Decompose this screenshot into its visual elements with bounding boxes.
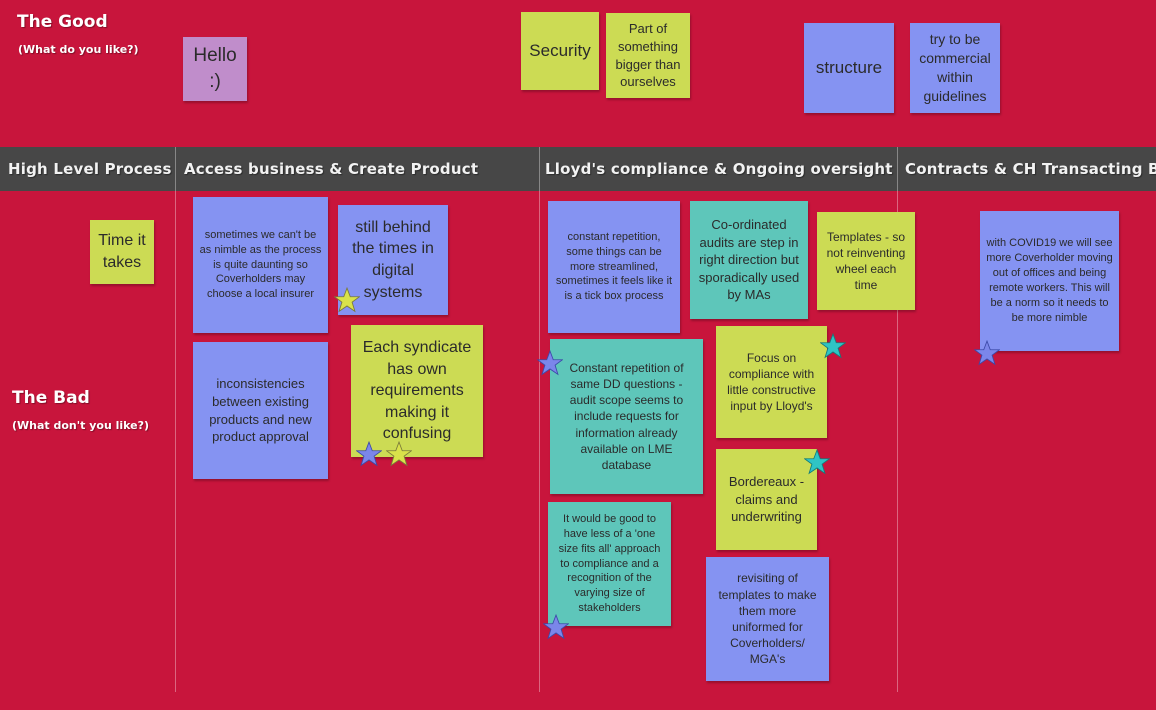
sticky-note-structure[interactable]: structure [804, 23, 894, 113]
vote-star-icon[interactable] [820, 333, 846, 359]
sticky-note-commercial[interactable]: try to be commercial within guidelines [910, 23, 1000, 113]
header-column-access-business: Access business & Create Product [184, 160, 479, 178]
sticky-note-part-of-something[interactable]: Part of something bigger than ourselves [606, 13, 690, 98]
sticky-note-hello[interactable]: Hello :) [183, 37, 247, 101]
vote-star-icon[interactable] [386, 441, 412, 467]
sticky-note-time-it-takes[interactable]: Time it takes [90, 220, 154, 284]
sticky-note-syndicate-requirements[interactable]: Each syndicate has own requirements maki… [351, 325, 483, 457]
vote-star-icon[interactable] [974, 340, 1000, 366]
header-column-lloyds-compliance: Lloyd's compliance & Ongoing oversight [545, 160, 893, 178]
sticky-note-constant-repetition[interactable]: constant repetition, some things can be … [548, 201, 680, 333]
bad-section-title: The Bad [12, 388, 90, 408]
bad-section-subtitle: (What don't you like?) [12, 419, 150, 432]
sticky-note-covid19[interactable]: with COVID19 we will see more Coverholde… [980, 211, 1119, 351]
sticky-note-one-size-fits-all[interactable]: It would be good to have less of a 'one … [548, 502, 671, 626]
vote-star-icon[interactable] [537, 350, 563, 376]
sticky-note-inconsistencies[interactable]: inconsistencies between existing product… [193, 342, 328, 479]
sticky-note-dd-questions[interactable]: Constant repetition of same DD questions… [550, 339, 703, 494]
sticky-note-coordinated-audits[interactable]: Co-ordinated audits are step in right di… [690, 201, 808, 319]
column-divider [539, 147, 540, 692]
process-header-band: High Level Process Access business & Cre… [0, 147, 1156, 191]
sticky-note-security[interactable]: Security [521, 12, 599, 90]
sticky-note-focus-on-compliance[interactable]: Focus on compliance with little construc… [716, 326, 827, 438]
vote-star-icon[interactable] [356, 441, 382, 467]
sticky-note-revisiting-templates[interactable]: revisiting of templates to make them mor… [706, 557, 829, 681]
sticky-note-templates[interactable]: Templates - so not reinventing wheel eac… [817, 212, 915, 310]
good-section-title: The Good [17, 12, 108, 32]
sticky-note-nimble[interactable]: sometimes we can't be as nimble as the p… [193, 197, 328, 333]
column-divider [175, 147, 176, 692]
header-column-contracts: Contracts & CH Transacting Busi [905, 160, 1156, 178]
sticky-note-bordereaux[interactable]: Bordereaux - claims and underwriting [716, 449, 817, 550]
vote-star-icon[interactable] [543, 614, 569, 640]
vote-star-icon[interactable] [334, 287, 360, 313]
column-divider [897, 147, 898, 692]
vote-star-icon[interactable] [804, 449, 830, 475]
header-row-label: High Level Process [8, 160, 172, 178]
good-section-subtitle: (What do you like?) [18, 43, 139, 56]
